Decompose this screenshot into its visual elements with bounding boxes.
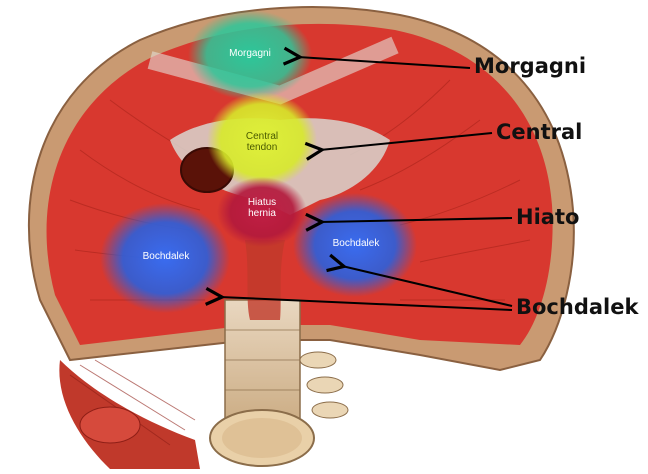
ribs (300, 352, 348, 418)
label-hiato: Hiato (516, 205, 579, 229)
hiatus-line2: hernia (248, 208, 276, 219)
central-line2: tendon (247, 142, 278, 153)
bochdalek-left-inner-label: Bochdalek (128, 251, 204, 262)
hiatus-inner-label: Hiatus hernia (228, 197, 296, 219)
central-tendon-inner-label: Central tendon (226, 131, 298, 153)
central-line1: Central (246, 131, 278, 142)
hiatus-line1: Hiatus (248, 197, 276, 208)
label-morgagni: Morgagni (474, 54, 586, 78)
label-bochdalek: Bochdalek (516, 295, 638, 319)
bochdalek-right-inner-label: Bochdalek (318, 238, 394, 249)
morgagni-inner-label: Morgagni (214, 48, 286, 59)
label-central: Central (496, 120, 582, 144)
